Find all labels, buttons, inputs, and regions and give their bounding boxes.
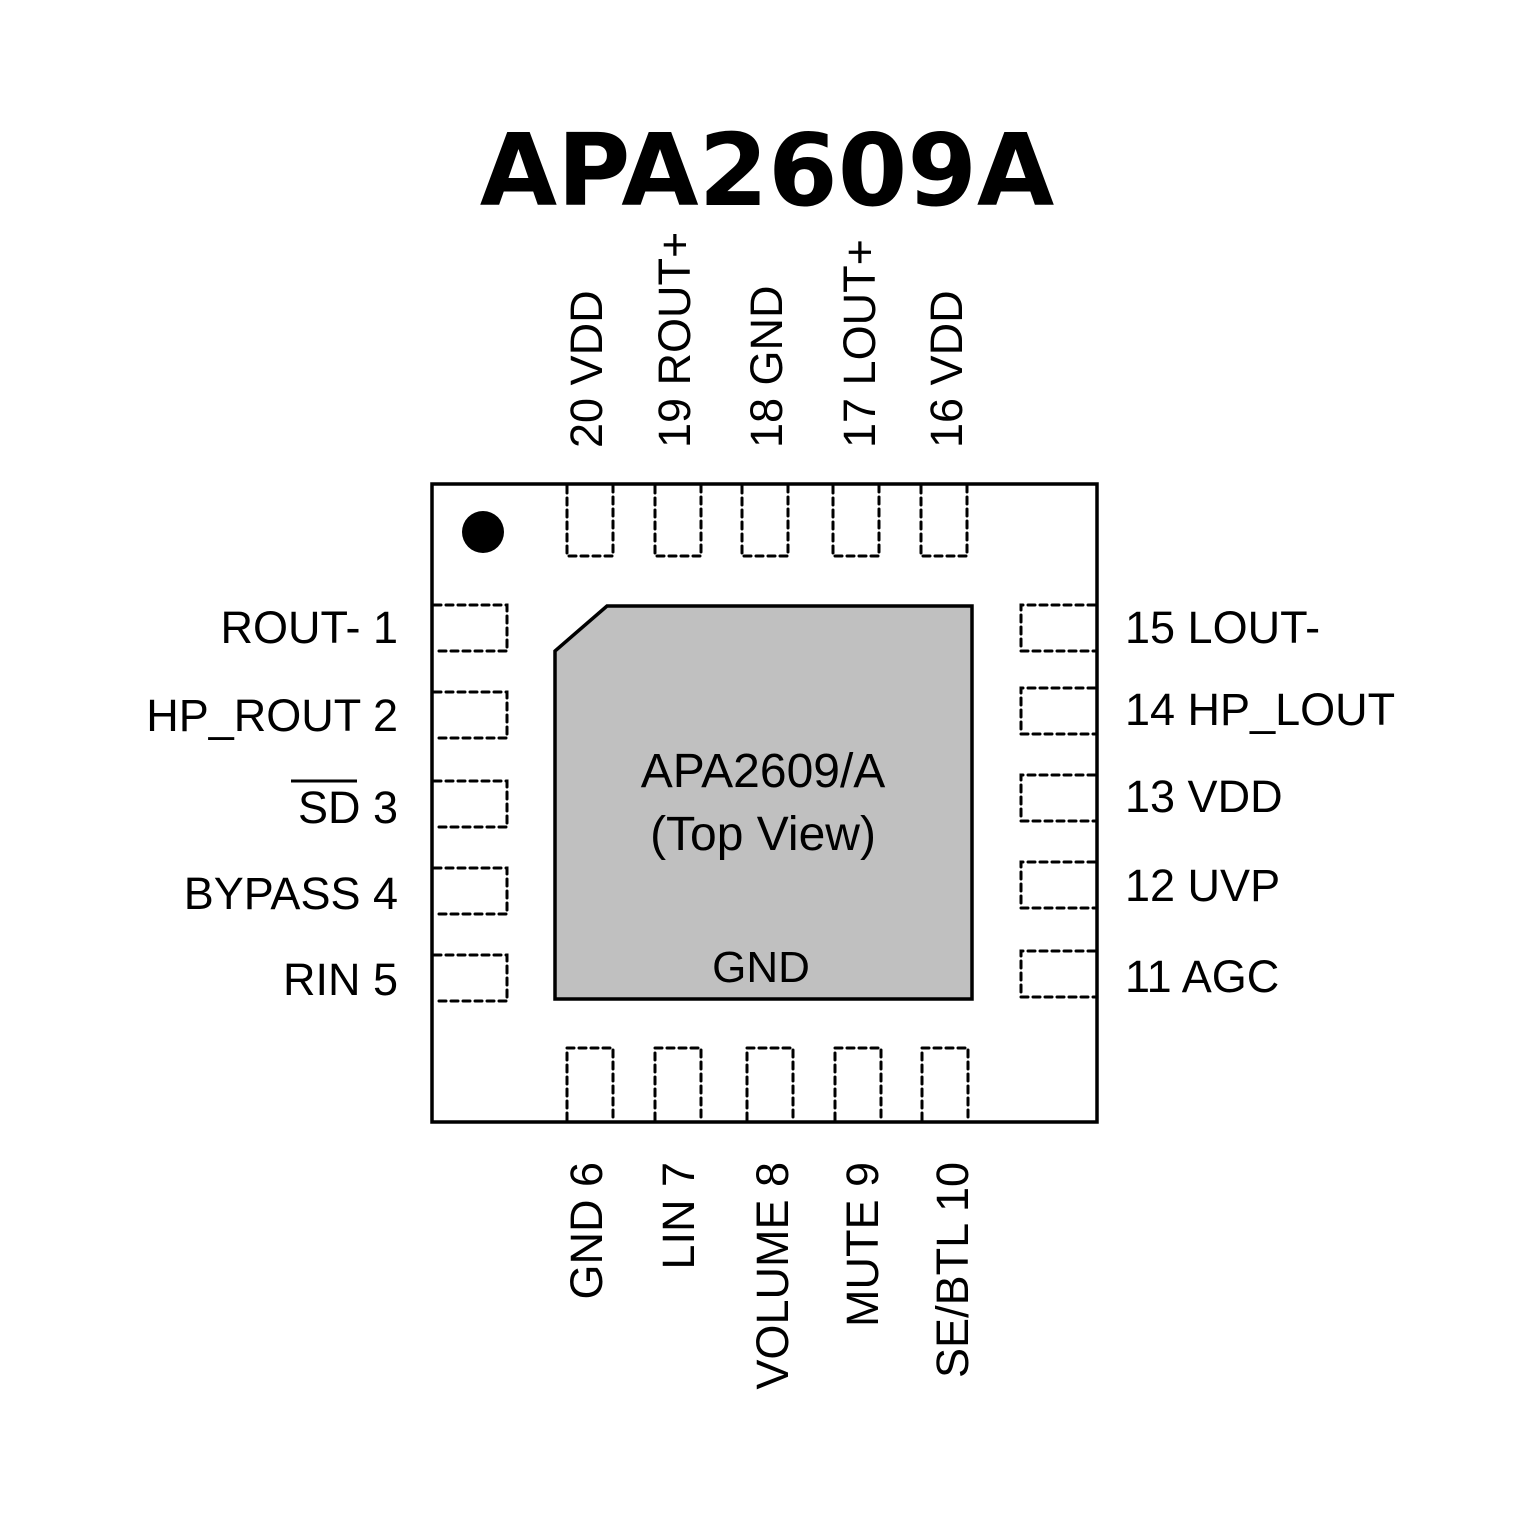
pin-label-2: HP_ROUT 2 (146, 690, 398, 741)
pin-pad-16 (919, 484, 969, 558)
pin-pad-1 (432, 603, 509, 653)
pin-label-12: 12 UVP (1125, 860, 1280, 911)
pin-label-3-number: 3 (360, 782, 398, 833)
pin-pad-4 (432, 866, 509, 916)
pin-pad-14 (1019, 686, 1097, 736)
pin-label-13: 13 VDD (1125, 771, 1283, 822)
package-part-label: APA2609/A (641, 745, 886, 798)
pin-label-11: 11 AGC (1125, 951, 1279, 1002)
pads-right (1019, 603, 1097, 999)
thermal-pad-label: GND (712, 943, 810, 992)
pin-pad-10 (920, 1046, 970, 1122)
pin-label-9: MUTE 9 (837, 1162, 888, 1327)
diagram-title: APA2609A (480, 112, 1055, 229)
pin-pad-17 (831, 484, 881, 558)
pin-label-3-name: SD (298, 782, 361, 833)
pin-pad-7 (653, 1046, 703, 1122)
pin-label-3: SD 3 (291, 779, 398, 833)
pin-pad-8 (745, 1046, 795, 1122)
pin1-marker-dot (462, 511, 504, 553)
pads-top (565, 484, 969, 558)
pin-label-20: 20 VDD (561, 290, 612, 448)
pin-label-4: BYPASS 4 (184, 868, 398, 919)
pin-pad-3 (432, 779, 509, 829)
pin-label-7: LIN 7 (653, 1162, 704, 1270)
pin-pad-2 (432, 690, 509, 740)
pin-pad-19 (653, 484, 703, 558)
pin-pad-12 (1019, 860, 1097, 910)
pin-pad-6 (565, 1046, 615, 1122)
pin-label-19: 19 ROUT+ (649, 232, 700, 448)
pads-bottom (565, 1046, 970, 1122)
thermal-pad (553, 604, 974, 1001)
package-view-label: (Top View) (650, 808, 876, 861)
pin-pad-15 (1019, 603, 1097, 653)
svg-text:SD 3: SD 3 (298, 782, 398, 833)
pin-label-16: 16 VDD (921, 290, 972, 448)
pin-label-14: 14 HP_LOUT (1125, 684, 1395, 735)
pin-label-6: GND 6 (561, 1162, 612, 1300)
pin-label-17: 17 LOUT+ (834, 239, 885, 448)
pin-label-10: SE/BTL 10 (927, 1162, 978, 1378)
pin-label-18: 18 GND (741, 285, 792, 448)
pin-pad-11 (1019, 949, 1097, 999)
pin-label-1: ROUT- 1 (220, 602, 398, 653)
pin-pad-5 (432, 953, 509, 1003)
pin-pad-18 (740, 484, 790, 558)
pin-pad-9 (833, 1046, 883, 1122)
pin-pad-13 (1019, 773, 1097, 823)
pin-label-15: 15 LOUT- (1125, 602, 1320, 653)
pin-label-8: VOLUME 8 (747, 1162, 798, 1390)
pin-label-5: RIN 5 (283, 954, 398, 1005)
pin-pad-20 (565, 484, 615, 558)
pads-left (432, 603, 509, 1003)
